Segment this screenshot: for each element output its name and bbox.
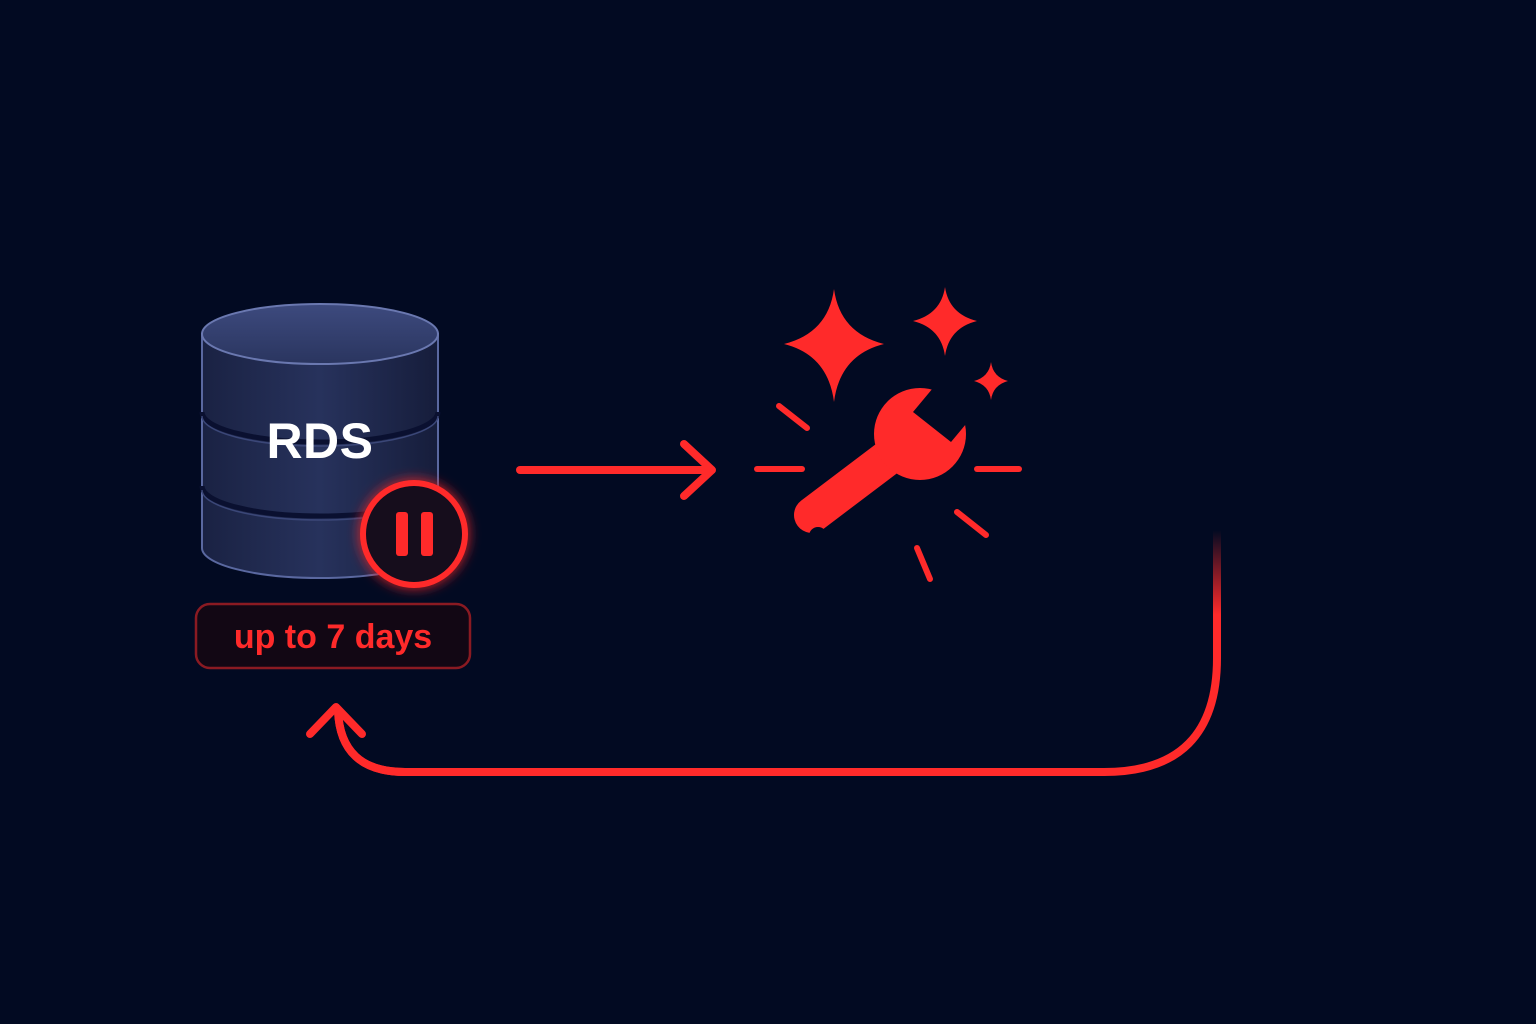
burst-lines <box>754 403 1022 582</box>
return-arrow <box>306 526 1221 776</box>
wrench-icon <box>794 382 976 545</box>
pause-icon <box>360 480 468 588</box>
arrow-right-icon <box>516 440 716 500</box>
duration-pill <box>194 602 472 670</box>
database-label: RDS <box>266 413 373 469</box>
duration-label: up to 7 days <box>234 618 432 656</box>
sparkles-icon <box>784 287 1008 402</box>
